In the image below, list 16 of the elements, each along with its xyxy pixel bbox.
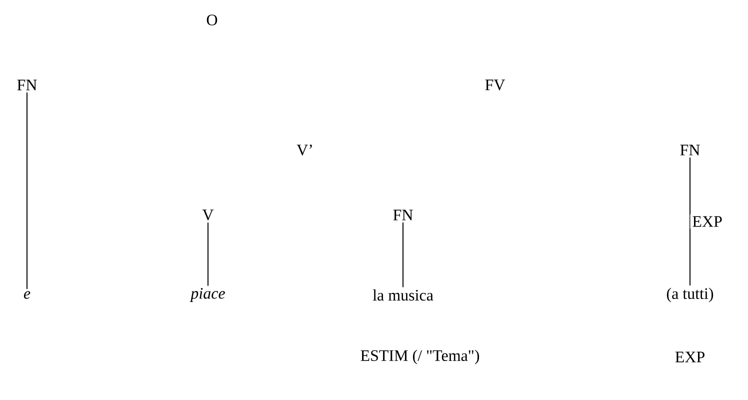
- tree-node-label: FV: [485, 80, 506, 90]
- tree-node-label: FN: [680, 144, 700, 156]
- tree-node-label: (a tutti): [666, 288, 714, 302]
- tree-branch: [402, 222, 404, 288]
- tree-node-label: O: [206, 14, 218, 26]
- tree-node-label: FN: [17, 80, 37, 90]
- tree-node-label: V: [202, 210, 214, 220]
- tree-node-label: la musica: [372, 289, 434, 301]
- leaf-word: e: [24, 291, 30, 299]
- tree-branch: [26, 92, 28, 290]
- role-label: ESTIM (/ "Tema"): [360, 350, 480, 364]
- tree-node-label: FN: [393, 210, 413, 220]
- leaf-word: piace: [190, 288, 225, 302]
- tree-node-label: V’: [296, 144, 312, 156]
- edge-label: EXP: [690, 214, 724, 229]
- role-label: EXP: [675, 352, 704, 362]
